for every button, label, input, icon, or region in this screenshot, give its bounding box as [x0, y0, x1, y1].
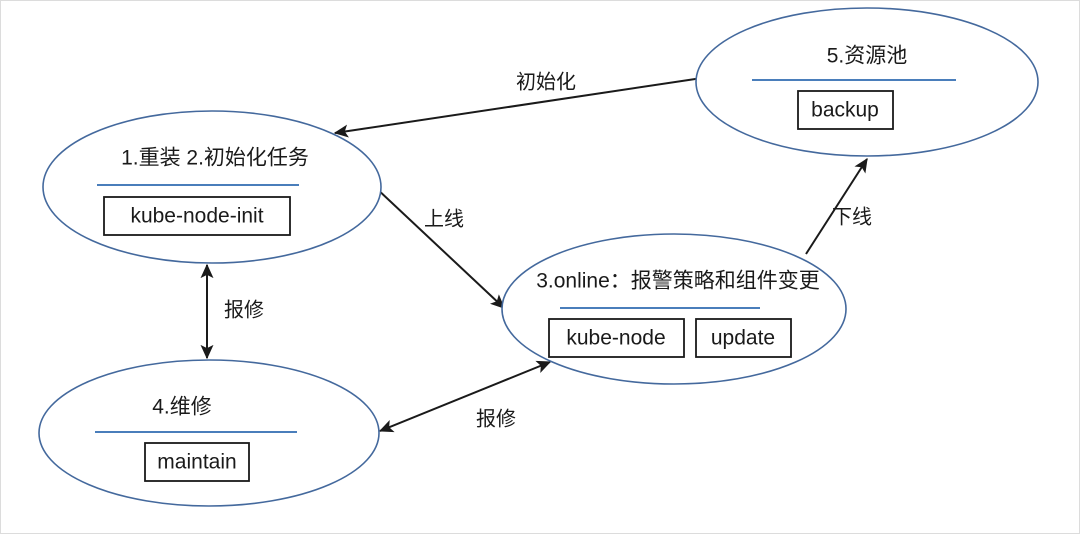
- edge-init: 初始化: [333, 70, 703, 138]
- edge-online-line: [374, 186, 505, 309]
- node-maintain[interactable]: 4.维修 maintain: [38, 359, 380, 507]
- tag-update-box[interactable]: [695, 318, 792, 358]
- edge-online: 上线: [374, 186, 505, 309]
- edge-offline: 下线: [805, 157, 872, 255]
- edge-init-label: 初始化: [516, 70, 576, 93]
- edge-repair-right: 报修: [378, 360, 552, 433]
- edge-repair-right-line: [378, 360, 552, 433]
- tag-backup[interactable]: backup: [797, 90, 894, 130]
- tag-update-label: update: [711, 327, 775, 350]
- tag-backup-label: backup: [811, 99, 879, 122]
- tag-kube-node-label: kube-node: [566, 327, 665, 350]
- node-resource-pool[interactable]: 5.资源池 backup: [695, 7, 1039, 157]
- tag-kube-node-init-box[interactable]: [103, 196, 291, 236]
- node-resource-pool-title: 5.资源池: [827, 45, 908, 68]
- edge-init-line: [333, 77, 703, 138]
- tag-maintain-box[interactable]: [144, 442, 250, 482]
- node-resource-pool-shape[interactable]: [695, 7, 1039, 157]
- edge-offline-label: 下线: [832, 205, 872, 228]
- tag-maintain-label: maintain: [157, 451, 236, 474]
- tag-kube-node-box[interactable]: [548, 318, 685, 358]
- tag-maintain[interactable]: maintain: [144, 442, 250, 482]
- tag-kube-node-init[interactable]: kube-node-init: [103, 196, 291, 236]
- tag-update[interactable]: update: [695, 318, 792, 358]
- node-reinstall-init-shape[interactable]: [42, 110, 382, 264]
- edge-repair-left: 报修: [200, 263, 264, 360]
- tag-backup-box[interactable]: [797, 90, 894, 130]
- tag-kube-node-init-label: kube-node-init: [130, 205, 263, 228]
- edge-repair-right-label: 报修: [476, 407, 516, 430]
- node-reinstall-init[interactable]: 1.重装 2.初始化任务 kube-node-init: [42, 110, 382, 264]
- node-maintain-title: 4.维修: [152, 396, 212, 419]
- tag-kube-node[interactable]: kube-node: [548, 318, 685, 358]
- node-reinstall-init-title: 1.重装 2.初始化任务: [121, 147, 309, 170]
- edge-repair-left-label: 报修: [224, 298, 264, 321]
- edge-offline-line: [805, 157, 868, 255]
- edge-online-label: 上线: [424, 207, 464, 230]
- node-online[interactable]: 3.online：报警策略和组件变更 kube-node update: [501, 233, 847, 385]
- node-online-title: 3.online：报警策略和组件变更: [536, 270, 820, 293]
